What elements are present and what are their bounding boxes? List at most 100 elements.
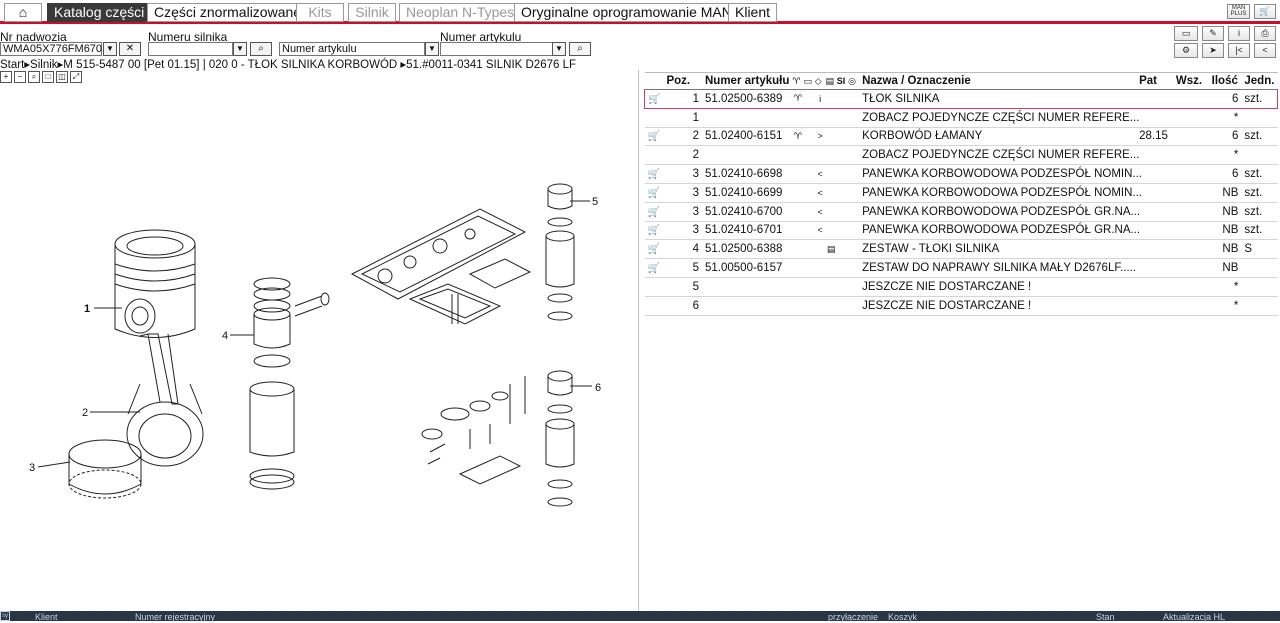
vehicle-icon[interactable]: ▭ xyxy=(1174,26,1198,41)
callout-3[interactable]: 3 xyxy=(29,462,35,474)
pin-icon[interactable]: ✎ xyxy=(1202,26,1224,41)
cell-i1 xyxy=(792,202,804,222)
col-ilosc[interactable]: Ilość xyxy=(1208,72,1242,90)
zoom-fit-icon[interactable]: ◫ xyxy=(56,71,68,83)
fullscreen-icon[interactable]: ⤢ xyxy=(70,71,82,83)
zoom-area-icon[interactable]: ⌕ xyxy=(28,71,40,83)
vin-dropdown[interactable]: ▼ xyxy=(103,42,117,56)
vin-field[interactable]: WMA05X776FM670 xyxy=(0,42,102,56)
tab-oryginalne-oprogramowanie[interactable]: Oryginalne oprogramowanie MAN xyxy=(514,3,739,22)
tab-silnik[interactable]: Silnik xyxy=(348,3,396,22)
tab-neoplan-n-types[interactable]: Neoplan N-Types xyxy=(399,3,522,22)
home-icon: ⌂ xyxy=(18,4,28,20)
exploded-drawing[interactable]: 1 2 3 4 5 6 xyxy=(0,84,638,610)
tab-czesci-znormalizowane[interactable]: Części znormalizowane xyxy=(147,3,309,22)
cell-i1 xyxy=(792,221,804,241)
info-icon[interactable]: i xyxy=(1228,26,1250,41)
search-type-select[interactable]: Numer artykulu xyxy=(279,42,425,56)
add-to-cart-cell[interactable]: 🛒 xyxy=(644,239,664,260)
article-search-button[interactable]: ⌕ xyxy=(569,42,591,56)
print-icon[interactable]: ⎙ xyxy=(1254,26,1276,41)
col-poz[interactable]: Poz. xyxy=(663,72,702,90)
home-tab[interactable]: ⌂ xyxy=(4,3,42,22)
status-koszyk[interactable]: Koszyk xyxy=(888,612,918,622)
zoom-reset-icon[interactable]: □ xyxy=(42,71,54,83)
cart-add-icon[interactable]: 🛒 xyxy=(647,225,660,237)
callout-4[interactable]: 4 xyxy=(222,330,228,342)
cart-button[interactable]: 🛒 xyxy=(1254,4,1276,19)
callout-5[interactable]: 5 xyxy=(592,196,598,208)
pane-splitter[interactable] xyxy=(638,70,639,611)
cart-add-icon[interactable]: 🛒 xyxy=(647,244,660,256)
cell-i1 xyxy=(792,108,804,128)
add-to-cart-cell[interactable]: 🛒 xyxy=(644,258,664,278)
cell-i3 xyxy=(814,145,826,166)
cart-add-icon[interactable]: 🛒 xyxy=(647,169,660,181)
add-to-cart-cell[interactable]: 🛒 xyxy=(644,221,664,241)
zoom-in-icon[interactable]: + xyxy=(0,71,12,83)
cell-jedn: szt. xyxy=(1241,202,1278,222)
cart-add-icon[interactable]: 🛒 xyxy=(648,93,661,105)
cell-pat xyxy=(1136,239,1173,260)
cell-poz: 1 xyxy=(663,89,702,109)
callout-6[interactable]: 6 xyxy=(595,382,601,394)
cell-wsz xyxy=(1172,127,1209,147)
cell-i4 xyxy=(825,183,837,203)
back-icon[interactable]: < xyxy=(1254,43,1276,58)
cell-poz: 2 xyxy=(663,127,702,147)
first-page-icon[interactable]: |< xyxy=(1228,43,1250,58)
clear-vin-button[interactable]: ✕ xyxy=(119,42,141,56)
tab-klient[interactable]: Klient xyxy=(728,3,778,22)
zoom-out-icon[interactable]: − xyxy=(14,71,26,83)
engine-field[interactable] xyxy=(148,42,233,56)
cart-add-icon[interactable]: 🛒 xyxy=(647,206,660,218)
engine-search-button[interactable]: ⌕ xyxy=(250,42,272,56)
tab-katalog-czesci[interactable]: Katalog części xyxy=(47,3,152,22)
col-numer-artykulu[interactable]: Numer artykułu xyxy=(702,72,793,90)
add-to-cart-cell[interactable]: 🛒 xyxy=(644,164,664,184)
engine-icon[interactable]: ⚙ xyxy=(1174,43,1198,58)
add-to-cart-cell[interactable]: 🛒 xyxy=(644,202,664,222)
search-type-dropdown[interactable]: ▼ xyxy=(425,42,439,56)
cell-i4 xyxy=(825,202,837,222)
col-pat[interactable]: Pat xyxy=(1136,72,1173,90)
article-field[interactable] xyxy=(440,42,553,56)
tab-kits[interactable]: Kits xyxy=(296,3,344,22)
engine-dropdown[interactable]: ▼ xyxy=(233,42,247,56)
cart-add-icon[interactable]: 🛒 xyxy=(647,263,660,275)
wrench-icon[interactable]: ➤ xyxy=(1202,43,1224,58)
add-to-cart-cell[interactable]: 🛒 xyxy=(644,183,664,203)
man-plus-button[interactable]: MAN PLUS xyxy=(1227,4,1250,19)
cell-i4 xyxy=(825,145,837,166)
add-to-cart-cell[interactable]: 🛒 xyxy=(644,127,664,147)
cart-add-icon[interactable]: 🛒 xyxy=(647,131,660,143)
cell-i3: i xyxy=(814,89,826,109)
col-jedn[interactable]: Jedn. xyxy=(1241,72,1278,90)
cell-i3: < xyxy=(814,202,826,222)
add-to-cart-cell[interactable]: 🛒 xyxy=(644,89,664,109)
col-nazwa[interactable]: Nazwa / Oznaczenie xyxy=(859,72,1137,90)
status-stan: Stan xyxy=(1096,612,1115,622)
breadcrumb[interactable]: Start▸Silnik▸M 515-5487 00 [Pet 01.15] |… xyxy=(0,59,577,71)
callout-2[interactable]: 2 xyxy=(82,407,88,419)
cart-add-icon[interactable]: 🛒 xyxy=(647,187,660,199)
article-dropdown[interactable]: ▼ xyxy=(552,42,566,56)
cell-name: ZESTAW DO NAPRAWY SILNIKA MAŁY D2676LF..… xyxy=(859,258,1137,278)
col-wsz[interactable]: Wsz. xyxy=(1172,72,1209,90)
cell-name: KORBOWÓD ŁAMANY xyxy=(859,127,1137,147)
cell-name: PANEWKA KORBOWODOWA PODZESPÓŁ GR.NA... xyxy=(859,202,1140,222)
arrows-icon: ◇ xyxy=(814,75,822,86)
callout-1[interactable]: 1 xyxy=(84,303,90,315)
